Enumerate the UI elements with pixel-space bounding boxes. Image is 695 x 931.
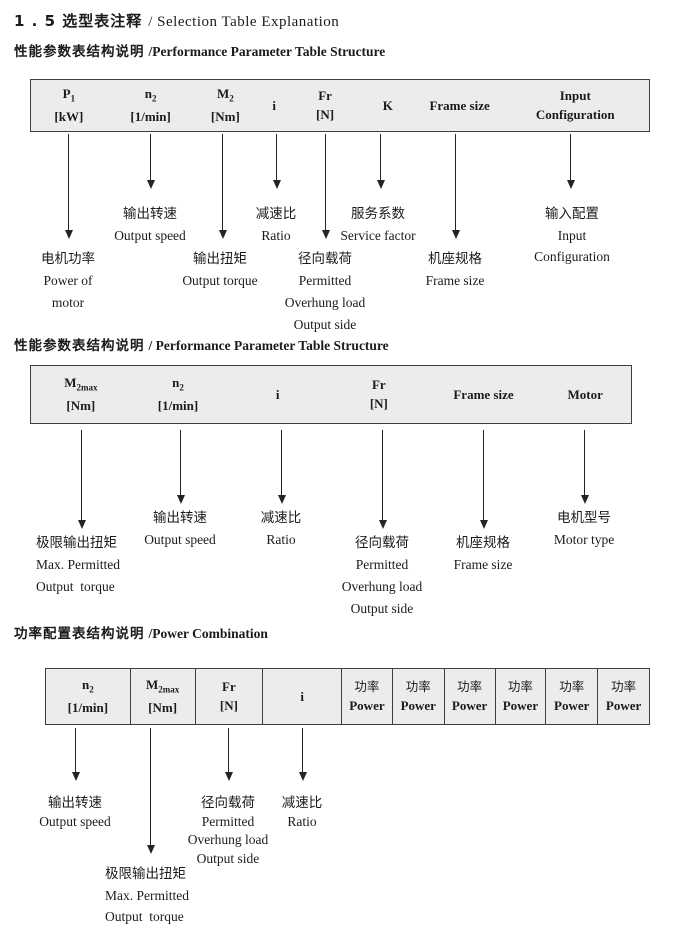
- col-n2-symbol: n2: [81, 676, 94, 695]
- col-power-3: 功率 Power: [445, 669, 496, 724]
- down-arrow: [146, 134, 155, 189]
- col-i: i: [263, 669, 343, 724]
- col-n2: n2 [1/min]: [131, 366, 226, 423]
- col-m2max-symbol: M2max: [64, 374, 98, 393]
- col-fr-unit: [N]: [316, 107, 335, 122]
- power-combination-table: n2 [1/min] M2max [Nm] Fr [N] i 功率 Power …: [45, 668, 650, 725]
- col-motor: Motor: [567, 386, 603, 402]
- down-arrow: [479, 430, 488, 529]
- col-n2-unit: [1/min]: [157, 398, 199, 414]
- col-n2-unit: [1/min]: [67, 700, 109, 716]
- label-overhung-load: 径向载荷 Permitted Overhung load Output side: [187, 795, 269, 866]
- section2-heading: 性能参数表结构说明/ Performance Parameter Table S…: [14, 334, 389, 354]
- label-frame-size: 机座规格 Frame size: [425, 251, 485, 288]
- label-overhung-load: 径向载荷 Permitted Overhung load Output side: [341, 535, 423, 616]
- col-fr-symbol: Fr: [318, 88, 332, 103]
- col-fr-symbol: Fr: [371, 377, 386, 392]
- col-frame-size: Frame size: [453, 386, 514, 402]
- down-arrow: [176, 430, 185, 504]
- col-p1-symbol: P1: [62, 85, 76, 104]
- label-output-speed: 输出转速 Output speed: [114, 206, 186, 243]
- down-arrow: [272, 134, 281, 189]
- col-power-6: 功率 Power: [605, 680, 642, 713]
- section2-heading-zh: 性能参数表结构说明: [14, 338, 145, 354]
- label-max-output-torque: 极限输出扭矩 Max. Permitted Output torque: [105, 866, 189, 924]
- label-max-output-torque: 极限输出扭矩 Max. Permitted Output torque: [36, 535, 120, 594]
- page-title-en: / Selection Table Explanation: [148, 14, 340, 30]
- col-p1: P1 [kW]: [31, 80, 107, 131]
- label-service-factor: 服务系数 Service factor: [340, 206, 416, 243]
- down-arrow: [277, 430, 286, 504]
- col-m2max: M2max [Nm]: [131, 669, 196, 724]
- label-output-torque: 输出扭矩 Output torque: [182, 251, 258, 288]
- col-power-4: 功率 Power: [496, 669, 547, 724]
- down-arrow: [224, 728, 233, 781]
- down-arrow: [566, 134, 575, 189]
- label-overhung-load: 径向载荷 Permitted Overhung load Output side: [284, 251, 366, 332]
- label-motor-type: 电机型号 Motor type: [553, 510, 615, 547]
- down-arrow: [77, 430, 86, 529]
- section2-heading-en: / Performance Parameter Table Structure: [148, 338, 389, 353]
- down-arrow: [146, 728, 155, 854]
- col-m2-unit: [Nm]: [210, 109, 240, 125]
- col-p1-unit: [kW]: [54, 109, 84, 125]
- col-power-2: 功率 Power: [393, 669, 445, 724]
- section1-heading-en: /Performance Parameter Table Structure: [148, 44, 386, 59]
- down-arrow: [321, 134, 330, 239]
- down-arrow: [71, 728, 80, 781]
- col-fr: Fr [N]: [292, 80, 358, 131]
- col-m2max-unit: [Nm]: [148, 700, 178, 716]
- col-power-5: 功率 Power: [546, 669, 599, 724]
- performance-table-1: P1 [kW] n2 [1/min] M2 [Nm] i Fr [N] K Fr…: [30, 79, 650, 132]
- label-ratio: 减速比 Ratio: [255, 206, 297, 243]
- down-arrow: [451, 134, 460, 239]
- down-arrow: [64, 134, 73, 239]
- page-title: 1 . 5 选型表注释 / Selection Table Explanation: [14, 10, 339, 31]
- col-i: i: [275, 386, 280, 402]
- col-frame-size: Frame size: [429, 97, 490, 113]
- label-power-of-motor: 电机功率 Power of motor: [41, 251, 95, 310]
- down-arrow: [376, 134, 385, 189]
- col-n2-symbol: n2: [172, 374, 184, 393]
- page-title-zh: 1 . 5 选型表注释: [14, 12, 143, 30]
- col-n2: n2 [1/min]: [107, 80, 195, 131]
- col-power-1: 功率 Power: [342, 669, 393, 724]
- col-m2max-unit: [Nm]: [66, 398, 96, 414]
- section3-heading: 功率配置表结构说明/Power Combination: [14, 622, 268, 642]
- col-k: K: [382, 97, 393, 113]
- section3-heading-en: /Power Combination: [148, 626, 268, 641]
- col-n2-symbol: n2: [144, 85, 157, 104]
- down-arrow: [298, 728, 307, 781]
- down-arrow: [580, 430, 589, 504]
- label-ratio: 减速比 Ratio: [260, 510, 302, 547]
- label-output-speed: 输出转速 Output speed: [39, 795, 111, 829]
- label-ratio: 减速比 Ratio: [281, 795, 323, 829]
- col-fr-symbol: Fr: [222, 679, 236, 694]
- col-fr-unit: [N]: [219, 698, 238, 713]
- col-m2: M2 [Nm]: [194, 80, 256, 131]
- section1-heading-zh: 性能参数表结构说明: [14, 44, 145, 60]
- label-output-speed: 输出转速 Output speed: [144, 510, 216, 547]
- label-input-configuration: 输入配置 Input Configuration: [534, 206, 610, 264]
- label-frame-size: 机座规格 Frame size: [453, 535, 513, 572]
- col-m2max: M2max [Nm]: [31, 366, 131, 423]
- col-input-configuration: Input Configuration: [535, 88, 615, 122]
- section3-heading-zh: 功率配置表结构说明: [14, 626, 145, 642]
- col-n2-unit: [1/min]: [130, 109, 171, 125]
- col-i: i: [272, 97, 277, 113]
- col-n2: n2 [1/min]: [46, 669, 131, 724]
- performance-table-2: M2max [Nm] n2 [1/min] i Fr [N] Frame siz…: [30, 365, 632, 424]
- col-m2max-symbol: M2max: [145, 676, 180, 695]
- col-fr-unit: [N]: [369, 396, 388, 411]
- down-arrow: [218, 134, 227, 239]
- down-arrow: [378, 430, 387, 529]
- col-m2-symbol: M2: [216, 85, 234, 104]
- col-fr: Fr [N]: [330, 366, 428, 423]
- section1-heading: 性能参数表结构说明/Performance Parameter Table St…: [14, 40, 385, 60]
- col-fr: Fr [N]: [196, 669, 264, 724]
